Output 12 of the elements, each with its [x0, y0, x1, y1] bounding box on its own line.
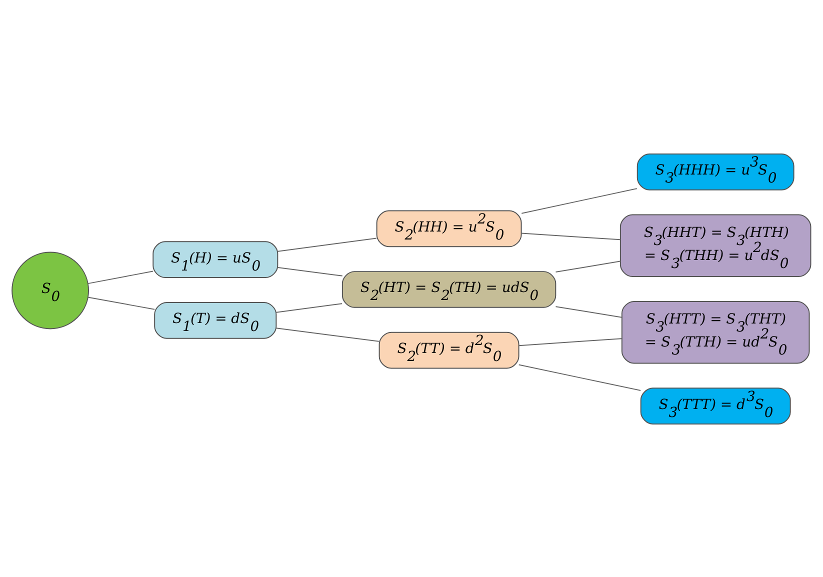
connector: [518, 364, 642, 390]
connector: [521, 188, 638, 214]
connector: [87, 270, 154, 284]
connector: [277, 237, 377, 252]
connector: [87, 296, 156, 310]
connector: [518, 338, 622, 346]
connector: [555, 306, 622, 318]
connector: [521, 232, 621, 240]
connector: [277, 266, 343, 276]
connector: [276, 327, 380, 342]
connector: [555, 260, 621, 272]
connector: [276, 302, 343, 312]
